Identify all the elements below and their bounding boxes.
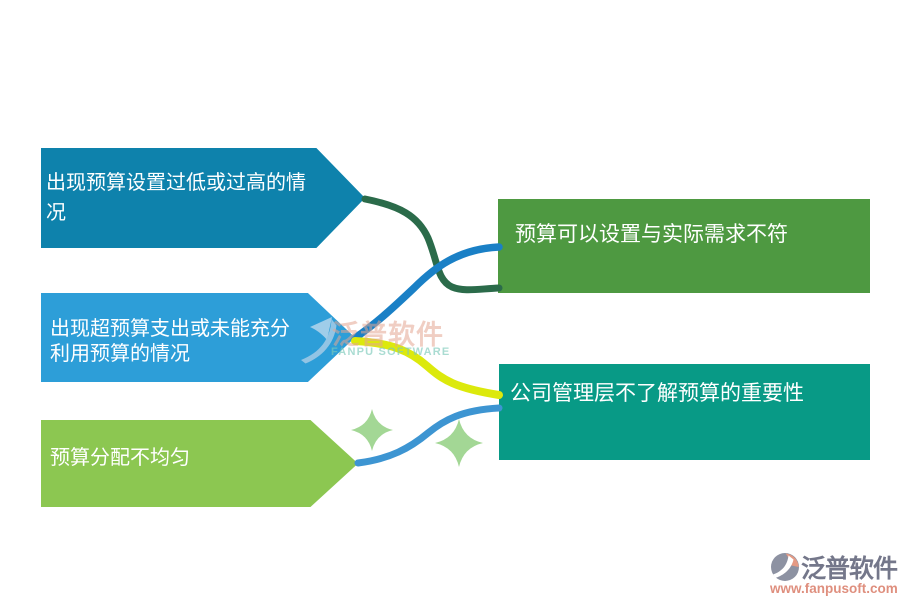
node-label: 公司管理层不了解预算的重要性 bbox=[510, 381, 804, 405]
connector-yellow bbox=[351, 337, 503, 399]
connector-lightblue bbox=[354, 404, 503, 467]
fanpu-logo-icon bbox=[771, 553, 799, 581]
node-over-budget-or-underused: 出现超预算支出或未能充分 利用预算的情况 bbox=[41, 293, 355, 382]
node-budget-set-too-low-or-high: 出现预算设置过低或过高的情 况 bbox=[41, 148, 365, 248]
connector-blue bbox=[351, 243, 503, 342]
company-website: www.fanpusoft.com bbox=[770, 581, 898, 596]
company-name: 泛普软件 bbox=[801, 556, 898, 583]
node-uneven-allocation: 预算分配不均匀 bbox=[41, 420, 358, 507]
node-mismatch-actual-needs: 预算可以设置与实际需求不符 bbox=[498, 199, 870, 293]
sparkle-icon bbox=[435, 419, 483, 467]
watermark-en-text: FANPU SOFTWARE bbox=[331, 346, 451, 358]
node-label: 预算分配不均匀 bbox=[50, 447, 190, 469]
node-label: 预算可以设置与实际需求不符 bbox=[515, 222, 788, 246]
node-management-unaware: 公司管理层不了解预算的重要性 bbox=[499, 364, 870, 460]
node-label: 出现预算设置过低或过高的情 况 bbox=[46, 172, 306, 224]
sparkle-icon bbox=[351, 409, 393, 451]
node-label: 出现超预算支出或未能充分 利用预算的情况 bbox=[50, 318, 290, 365]
connector-green bbox=[361, 195, 503, 294]
